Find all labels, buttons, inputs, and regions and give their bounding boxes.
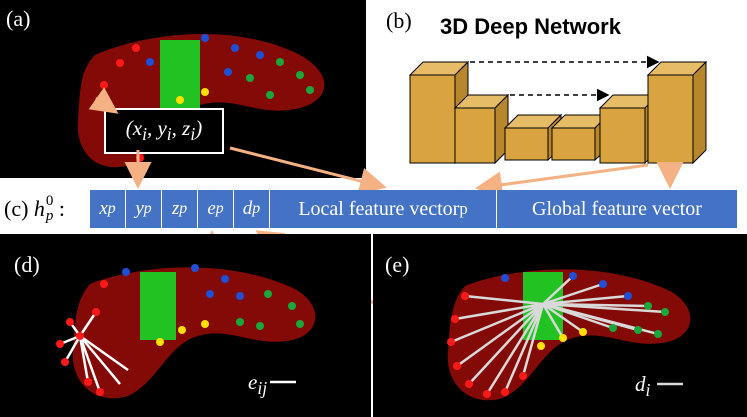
coordinate-box: (xi, yi, zi) [104,108,224,154]
h-symbol: h [33,196,45,221]
panel-a-kidney-landmarks: (a) (xi, yi, zi) [0,0,366,178]
h-subscript: p [45,208,54,224]
h-superscript: 0 [45,193,54,209]
panel-a-label: (a) [6,6,31,31]
panel-c-label: (c) [4,196,29,221]
panel-b-label: (b) [386,8,412,33]
network-title: 3D Deep Network [440,14,621,39]
panel-e-distances: (e) di [373,234,747,417]
kidney-render-e [447,269,691,401]
panel-e-label: (e) [385,252,410,277]
encoder-decoder-blocks [408,60,708,165]
colon: : [58,196,66,221]
edge-legend-label: eij [248,370,268,399]
panel-d-edges: (d) eij [0,234,371,417]
panel-d-label: (d) [14,252,40,277]
skip-connections [470,55,660,102]
global-feature-vector: Global feature vector [532,197,702,220]
kidney-render-d [56,264,316,399]
distance-legend-label: di [635,372,651,401]
coordinate-text: (xi, yi, zi) [125,116,203,145]
